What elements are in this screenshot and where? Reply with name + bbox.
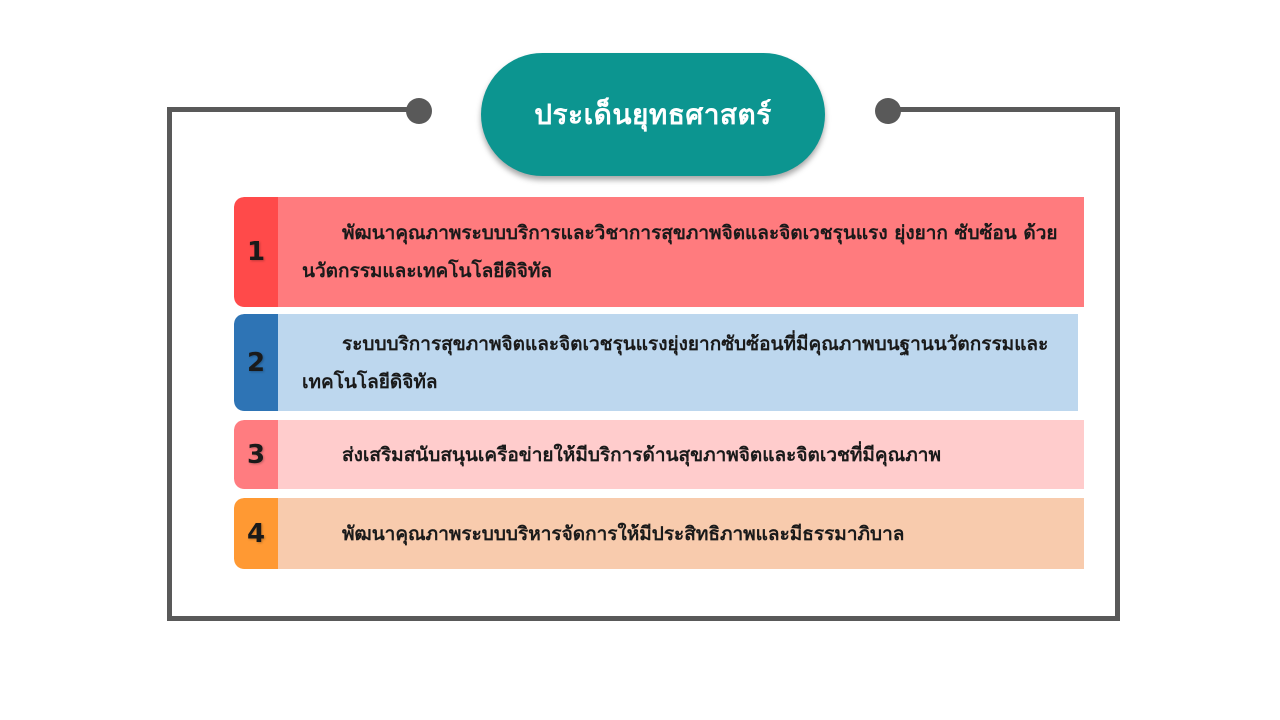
strategy-text-box: ส่งเสริมสนับสนุนเครือข่ายให้มีบริการด้าน… <box>278 420 1084 489</box>
frame-right-dot <box>875 98 901 124</box>
strategy-item-1: 1 พัฒนาคุณภาพระบบบริการและวิชาการสุขภาพจ… <box>234 197 1084 307</box>
frame-left-dot <box>406 98 432 124</box>
strategy-text: ส่งเสริมสนับสนุนเครือข่ายให้มีบริการด้าน… <box>342 443 941 466</box>
frame-left-line <box>167 107 172 621</box>
strategy-text-box: ระบบบริการสุขภาพจิตและจิตเวชรุนแรงยุ่งยา… <box>278 314 1078 411</box>
strategy-number: 3 <box>234 420 278 489</box>
strategy-text: พัฒนาคุณภาพระบบบริการและวิชาการสุขภาพจิต… <box>302 222 1058 282</box>
frame-right-line <box>1115 107 1120 621</box>
frame-bottom-line <box>167 616 1120 621</box>
frame-top-right-line <box>887 107 1120 112</box>
strategy-text-box: พัฒนาคุณภาพระบบบริหารจัดการให้มีประสิทธิ… <box>278 498 1084 569</box>
strategy-number: 2 <box>234 314 278 411</box>
strategy-text: พัฒนาคุณภาพระบบบริหารจัดการให้มีประสิทธิ… <box>342 522 905 545</box>
strategy-item-3: 3 ส่งเสริมสนับสนุนเครือข่ายให้มีบริการด้… <box>234 420 1084 489</box>
slide-title: ประเด็นยุทธศาสตร์ <box>534 97 772 131</box>
strategy-text-box: พัฒนาคุณภาพระบบบริการและวิชาการสุขภาพจิต… <box>278 197 1084 307</box>
strategy-number: 4 <box>234 498 278 569</box>
strategy-item-2: 2 ระบบบริการสุขภาพจิตและจิตเวชรุนแรงยุ่ง… <box>234 314 1078 411</box>
frame-top-left-line <box>167 107 419 112</box>
title-banner: ประเด็นยุทธศาสตร์ <box>481 53 825 176</box>
strategy-item-4: 4 พัฒนาคุณภาพระบบบริหารจัดการให้มีประสิท… <box>234 498 1084 569</box>
strategy-text: ระบบบริการสุขภาพจิตและจิตเวชรุนแรงยุ่งยา… <box>302 332 1049 393</box>
strategy-number: 1 <box>234 197 278 307</box>
